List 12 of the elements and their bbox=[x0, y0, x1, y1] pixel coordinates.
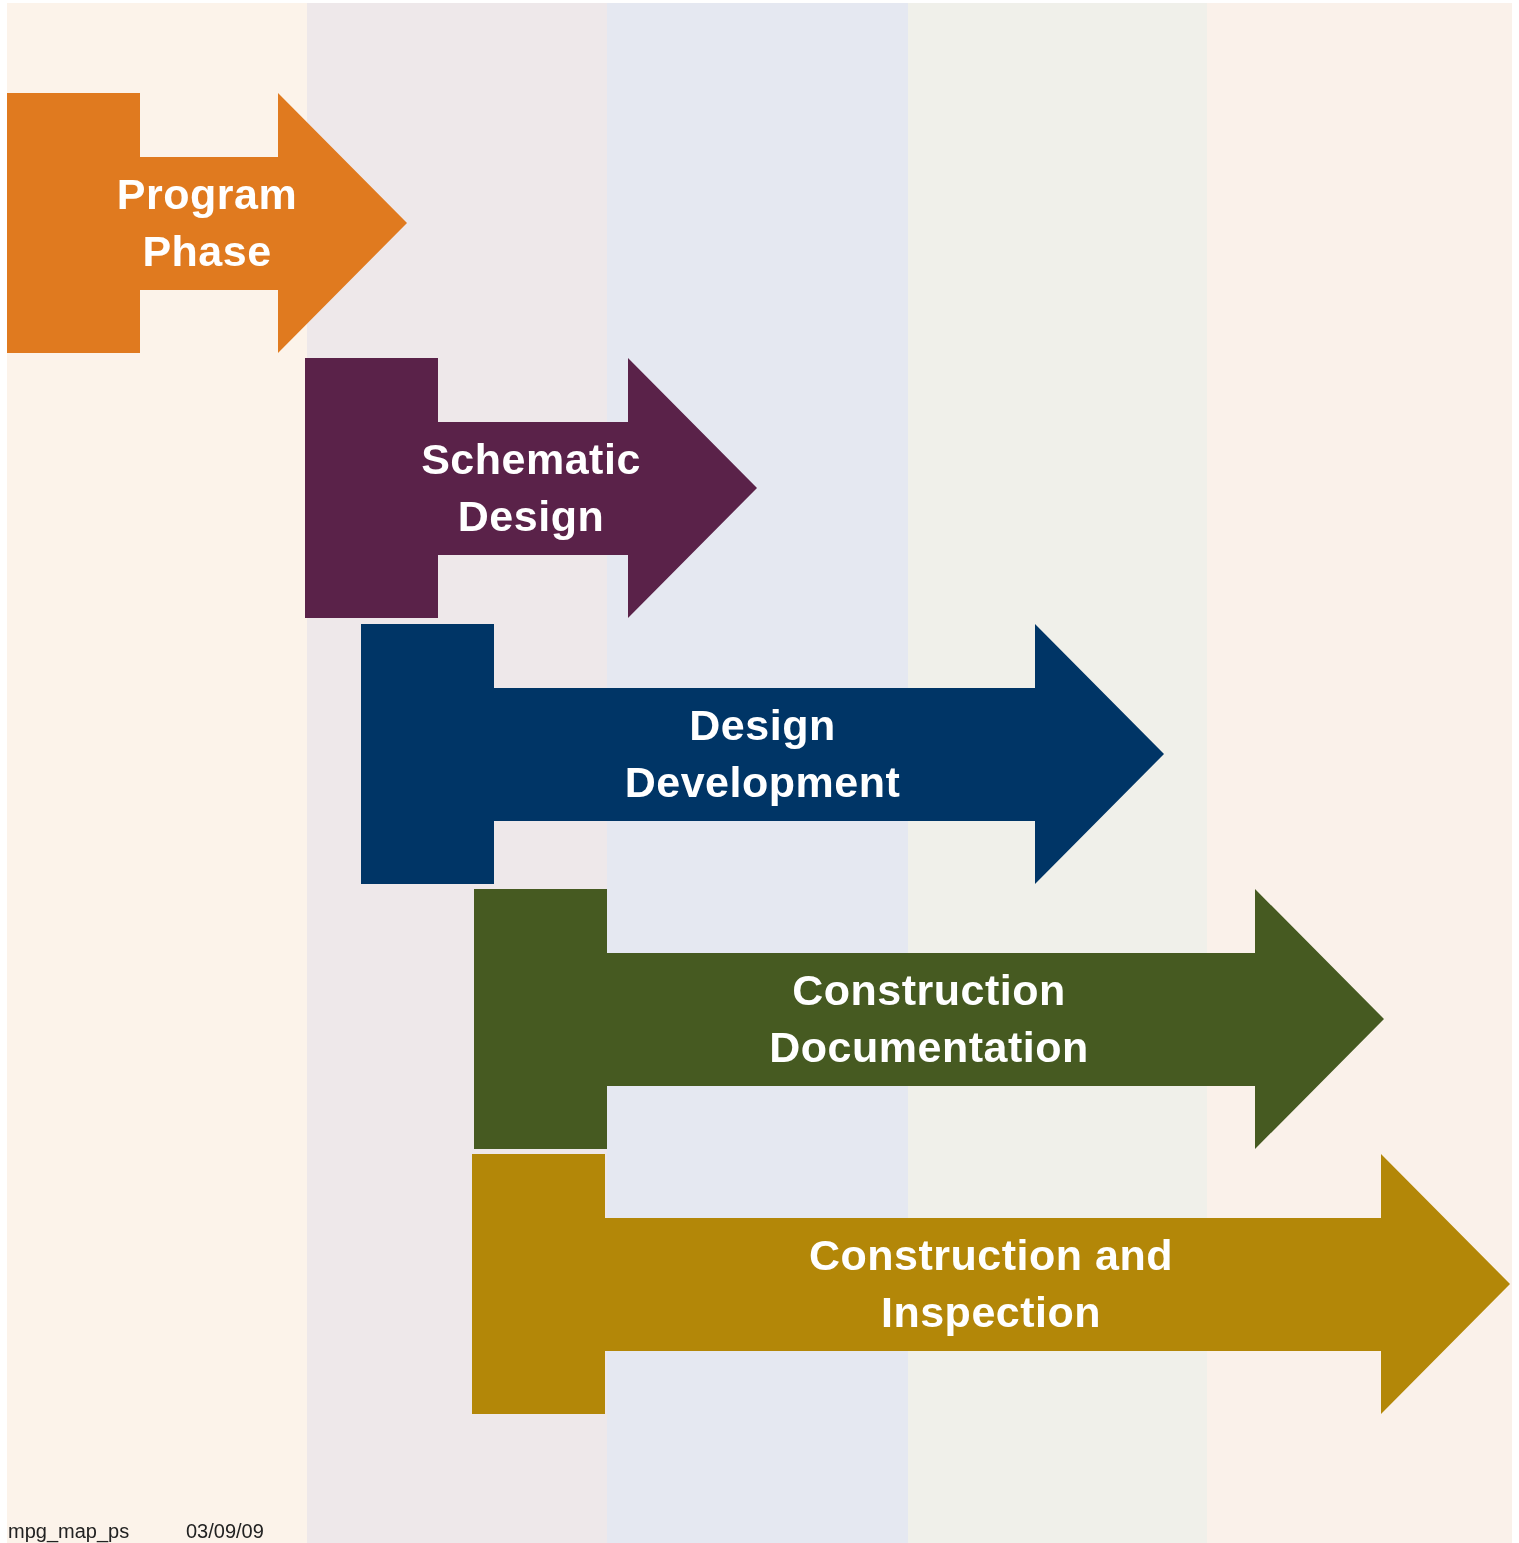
phase-block bbox=[305, 358, 757, 618]
phase-label: Construction and Inspection bbox=[808, 1230, 1174, 1338]
date-note: 03/09/09 bbox=[186, 1520, 264, 1543]
phase-label: Schematic Design bbox=[420, 434, 642, 542]
phase-block bbox=[7, 93, 407, 353]
phase-block bbox=[361, 624, 1164, 884]
phase-block bbox=[472, 1154, 1510, 1414]
phase-label: Design Development bbox=[623, 700, 902, 808]
phase-label: Construction Documentation bbox=[768, 965, 1090, 1073]
phase-label: Program Phase bbox=[115, 169, 299, 277]
phase-block bbox=[474, 889, 1384, 1149]
file-note: mpg_map_ps bbox=[8, 1520, 130, 1543]
